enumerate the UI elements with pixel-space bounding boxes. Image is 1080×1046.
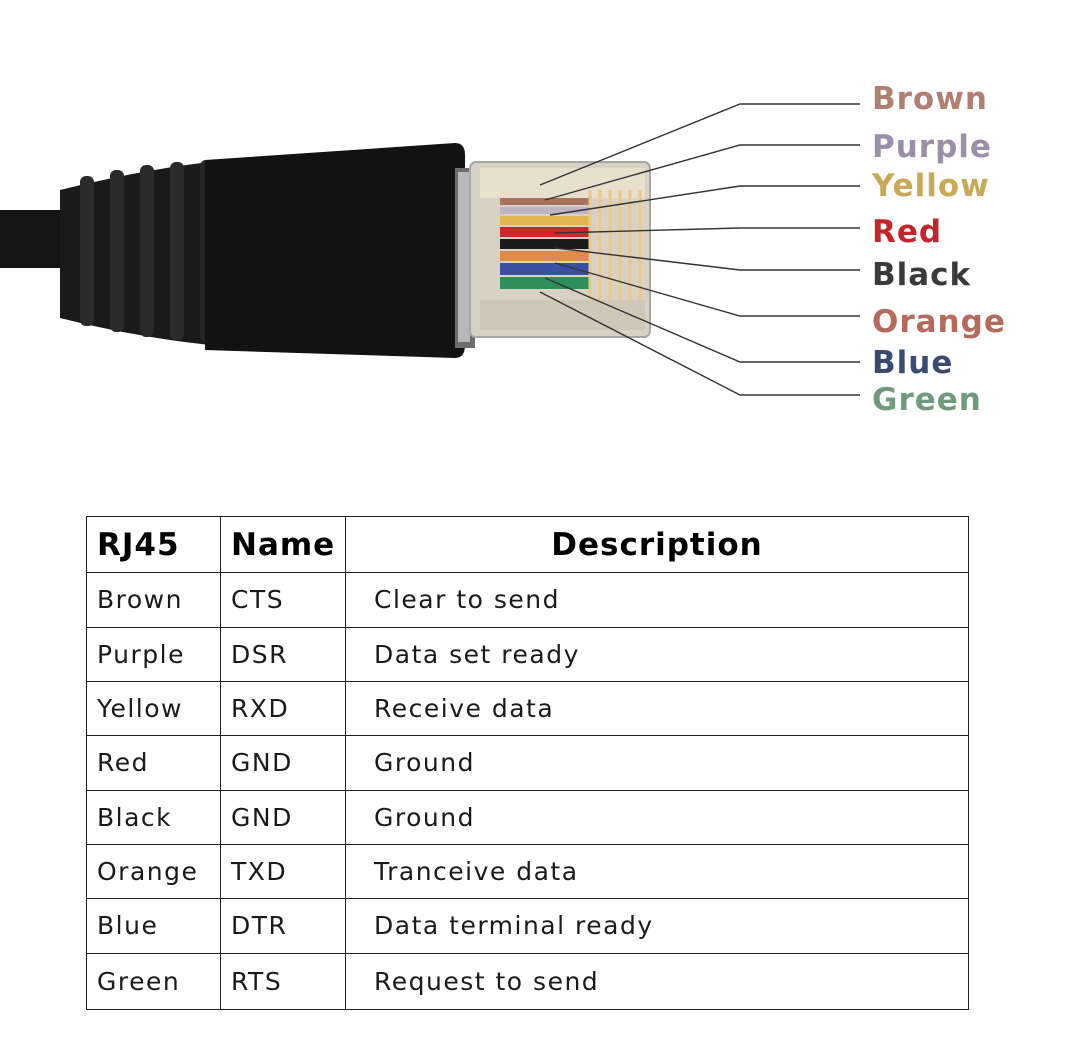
cell-name: RXD: [220, 680, 346, 737]
table-header-row: RJ45 Name Description: [86, 515, 969, 574]
wire-label-yellow: Yellow: [872, 168, 990, 204]
rj45-connector-figure: [0, 103, 860, 396]
cell-rj45: Green: [86, 952, 221, 1011]
cell-rj45: Red: [86, 735, 221, 791]
header-description: Description: [345, 515, 969, 574]
wire-label-blue: Blue: [872, 345, 954, 381]
cell-rj45: Orange: [86, 843, 221, 900]
cell-name: TXD: [220, 843, 346, 900]
cell-description: Tranceive data: [345, 843, 969, 900]
table-row: Blue DTR Data terminal ready: [86, 898, 969, 954]
table-row: Purple DSR Data set ready: [86, 626, 969, 682]
cell-description: Request to send: [345, 952, 969, 1011]
rj45-plug: [469, 161, 651, 338]
wire-label-green: Green: [872, 382, 982, 418]
connector-body: [205, 143, 475, 358]
cell-rj45: Black: [86, 789, 221, 845]
cell-rj45: Yellow: [86, 680, 221, 737]
pinout-table: RJ45 Name Description Brown CTS Clear to…: [86, 515, 969, 1011]
table-row: Orange TXD Tranceive data: [86, 843, 969, 900]
table-row: Green RTS Request to send: [86, 952, 969, 1011]
cell-description: Data terminal ready: [345, 898, 969, 954]
cell-name: GND: [220, 789, 346, 845]
cell-rj45: Blue: [86, 898, 221, 954]
leader-lines: [539, 103, 860, 396]
cell-description: Clear to send: [345, 572, 969, 628]
cell-rj45: Brown: [86, 572, 221, 628]
wire-label-orange: Orange: [872, 304, 1006, 340]
cell-name: GND: [220, 735, 346, 791]
table-row: Black GND Ground: [86, 789, 969, 845]
cell-description: Data set ready: [345, 626, 969, 682]
table-row: Brown CTS Clear to send: [86, 572, 969, 628]
cell-name: DTR: [220, 898, 346, 954]
cell-name: RTS: [220, 952, 346, 1011]
table-row: Red GND Ground: [86, 735, 969, 791]
header-name: Name: [220, 515, 346, 574]
wire-label-brown: Brown: [872, 81, 988, 117]
connector-boot: [60, 160, 212, 345]
header-rj45: RJ45: [86, 515, 221, 574]
wire-label-black: Black: [872, 257, 972, 293]
wire-label-red: Red: [872, 214, 943, 250]
cell-description: Ground: [345, 735, 969, 791]
wire-label-purple: Purple: [872, 129, 992, 165]
cell-description: Receive data: [345, 680, 969, 737]
table-row: Yellow RXD Receive data: [86, 680, 969, 737]
cell-name: DSR: [220, 626, 346, 682]
cell-description: Ground: [345, 789, 969, 845]
cell-rj45: Purple: [86, 626, 221, 682]
cell-name: CTS: [220, 572, 346, 628]
internal-wires: [500, 198, 590, 289]
cable: [0, 210, 70, 268]
